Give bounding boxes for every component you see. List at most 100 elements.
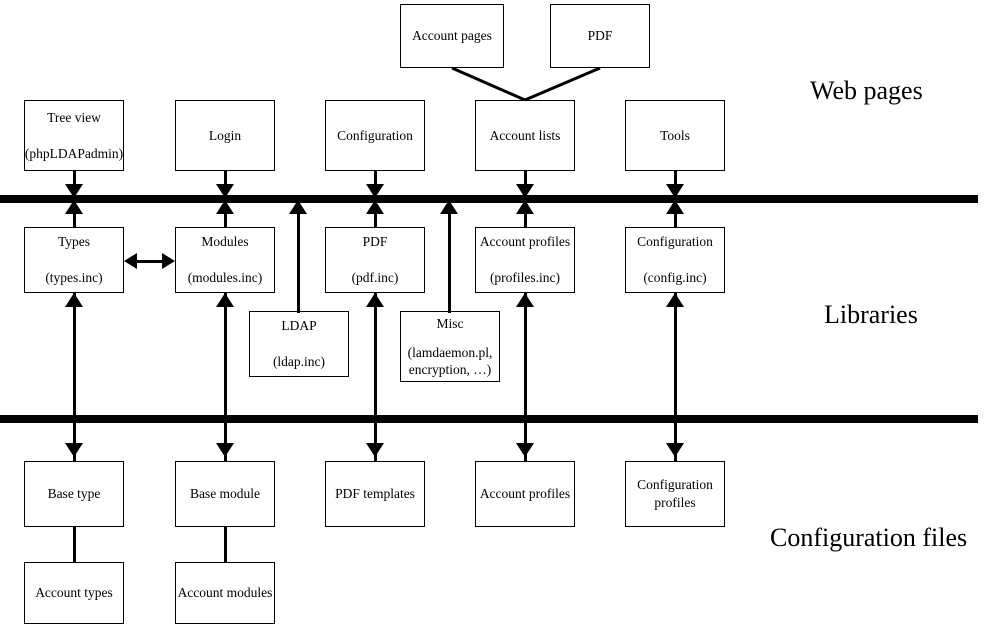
node-base-type-label: Base type [47, 486, 101, 502]
node-account-profiles-files-label: Account profiles [479, 486, 571, 502]
zone-label-libraries: Libraries [824, 300, 918, 329]
line-ldap-up [297, 203, 300, 313]
node-account-profiles-lib-label: Account profiles [479, 234, 571, 250]
arrowhead-account-profiles-lib-up [516, 200, 534, 214]
node-base-module[interactable]: Base module [175, 461, 275, 527]
line-misc-up [448, 203, 451, 313]
line-base-module-up [224, 293, 227, 463]
zone-label-web-pages: Web pages [810, 76, 923, 105]
node-configuration-profiles-label: Configuration [637, 477, 713, 493]
line-tree-view-down [73, 171, 76, 191]
library-config-separator [0, 415, 978, 423]
arrowhead-configuration-profiles-into-lib [666, 293, 684, 307]
arrowhead-into-account-profiles [516, 443, 534, 457]
node-ldap-lib-sublabel: (ldap.inc) [272, 354, 326, 369]
node-configuration-profiles[interactable]: Configuration profiles [625, 461, 725, 527]
node-misc-lib-sublabel-1: (lamdaemon.pl, [407, 345, 493, 361]
line-pdf-lib-up [374, 203, 377, 227]
node-tree-view-label: Tree view [47, 109, 101, 125]
arrowhead-tools-down [666, 184, 684, 198]
node-pdf-templates-label: PDF templates [335, 486, 415, 502]
arrowhead-login-down [216, 184, 234, 198]
node-account-modules[interactable]: Account modules [175, 562, 275, 624]
arrowhead-into-base-type [65, 443, 83, 457]
arrowhead-types-modules-right [162, 253, 175, 269]
node-tools-label: Tools [660, 127, 690, 143]
line-configuration-profiles-up [674, 293, 677, 463]
arrowhead-pdf-lib-up [366, 200, 384, 214]
node-account-profiles-files[interactable]: Account profiles [475, 461, 575, 527]
node-misc-lib-label: Misc [436, 315, 464, 331]
line-account-profiles-up [524, 293, 527, 463]
arrowhead-base-type-into-types [65, 293, 83, 307]
line-pdf-templates-up [374, 293, 377, 463]
node-ldap-lib-label: LDAP [281, 318, 317, 334]
node-account-lists[interactable]: Account lists [475, 100, 575, 171]
node-types-lib-label: Types [57, 234, 91, 250]
node-login[interactable]: Login [175, 100, 275, 171]
node-account-modules-label: Account modules [177, 585, 273, 601]
node-pdf-templates[interactable]: PDF templates [325, 461, 425, 527]
line-account-lists-down [524, 171, 527, 191]
line-types-modules [128, 260, 172, 263]
line-modules-up [224, 203, 227, 227]
node-modules-lib-label: Modules [201, 234, 249, 250]
arrowhead-into-base-module [216, 443, 234, 457]
node-pdf-page-label: PDF [587, 28, 613, 44]
node-pdf-page[interactable]: PDF [550, 4, 650, 68]
node-login-label: Login [208, 127, 242, 143]
line-configuration-page-down [374, 171, 377, 191]
arrowhead-types-up [65, 200, 83, 214]
zone-label-configuration-files: Configuration files [770, 523, 968, 552]
arrowhead-tree-view-down [65, 184, 83, 198]
arrowhead-types-modules-left [124, 253, 137, 269]
arrowhead-into-pdf-templates [366, 443, 384, 457]
line-base-module-to-account-modules [224, 527, 227, 562]
arrowhead-account-lists-down [516, 184, 534, 198]
arrowhead-pdf-templates-into-pdf [366, 293, 384, 307]
node-account-types-label: Account types [35, 585, 113, 601]
arrowhead-configuration-lib-up [666, 200, 684, 214]
arrowhead-ldap-up [289, 200, 307, 214]
arrowhead-base-module-into-modules [216, 293, 234, 307]
arrowhead-misc-up [440, 200, 458, 214]
node-pdf-lib-sublabel: (pdf.inc) [351, 270, 399, 285]
node-base-type[interactable]: Base type [24, 461, 124, 527]
node-modules-lib[interactable]: Modules (modules.inc) [175, 227, 275, 293]
node-misc-lib-sublabel-2: encryption, …) [408, 361, 492, 377]
node-account-types[interactable]: Account types [24, 562, 124, 624]
node-modules-lib-sublabel: (modules.inc) [187, 270, 263, 285]
connector-account-pages-to-account-lists [451, 66, 526, 102]
arrowhead-configuration-page-down [366, 184, 384, 198]
node-types-lib-sublabel: (types.inc) [45, 270, 103, 285]
node-ldap-lib[interactable]: LDAP (ldap.inc) [249, 311, 349, 377]
node-account-profiles-lib-sublabel: (profiles.inc) [489, 270, 561, 285]
node-configuration-profiles-sublabel: profiles [654, 495, 696, 510]
node-base-module-label: Base module [189, 486, 261, 502]
node-types-lib[interactable]: Types (types.inc) [24, 227, 124, 293]
node-pdf-lib[interactable]: PDF (pdf.inc) [325, 227, 425, 293]
node-account-pages[interactable]: Account pages [400, 4, 504, 68]
line-base-type-up [73, 293, 76, 463]
connector-pdf-to-account-lists [524, 66, 601, 102]
node-tree-view[interactable]: Tree view (phpLDAPadmin) [24, 100, 124, 171]
node-tree-view-sublabel: (phpLDAPadmin) [24, 145, 124, 161]
line-login-down [224, 171, 227, 191]
node-configuration-lib-label: Configuration [637, 234, 713, 250]
node-account-profiles-lib[interactable]: Account profiles (profiles.inc) [475, 227, 575, 293]
line-types-up [73, 203, 76, 227]
line-tools-down [674, 171, 677, 191]
node-configuration-page[interactable]: Configuration [325, 100, 425, 171]
node-misc-lib[interactable]: Misc (lamdaemon.pl, encryption, …) [400, 311, 500, 382]
node-configuration-lib[interactable]: Configuration (config.inc) [625, 227, 725, 293]
web-library-separator [0, 195, 978, 203]
node-pdf-lib-label: PDF [362, 234, 388, 250]
node-account-pages-label: Account pages [412, 28, 492, 44]
line-configuration-lib-up [674, 203, 677, 227]
arrowhead-account-profiles-into-lib [516, 293, 534, 307]
node-tools[interactable]: Tools [625, 100, 725, 171]
line-account-profiles-lib-up [524, 203, 527, 227]
node-configuration-lib-sublabel: (config.inc) [643, 270, 707, 285]
node-configuration-page-label: Configuration [337, 127, 413, 143]
